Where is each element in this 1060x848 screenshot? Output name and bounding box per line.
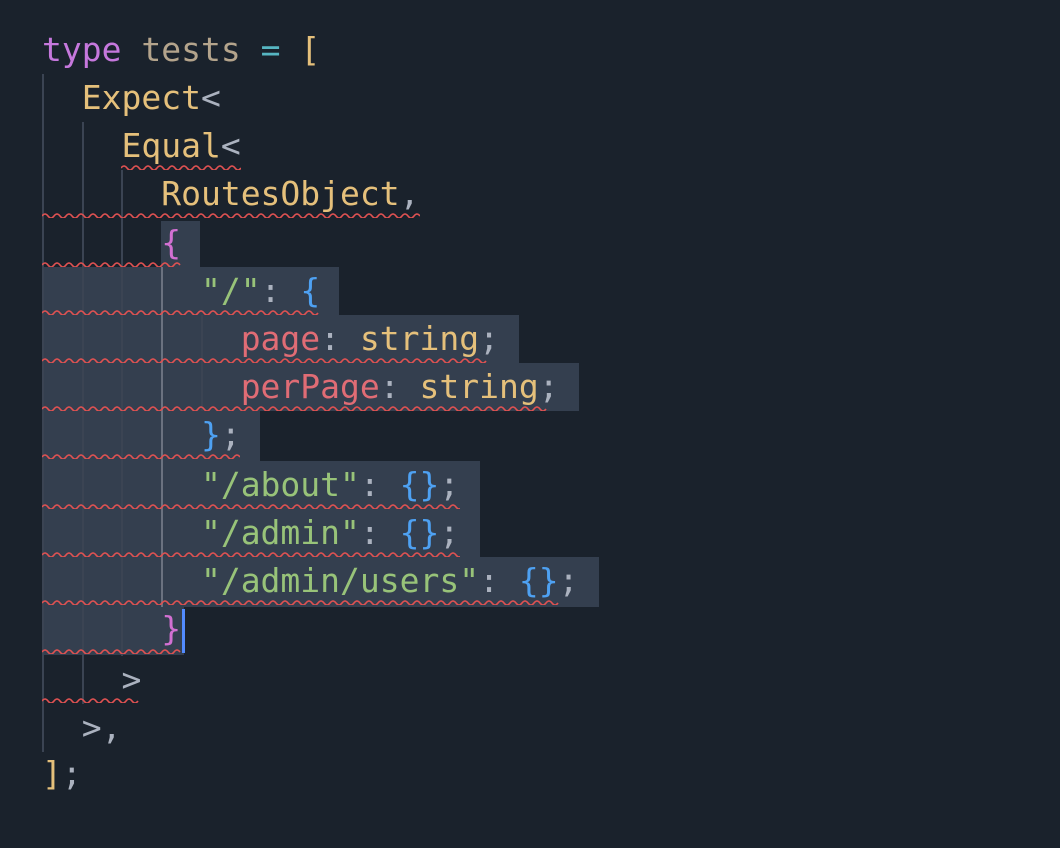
semicolon: ; bbox=[479, 319, 500, 358]
bracket: { bbox=[300, 271, 321, 310]
semicolon: ; bbox=[61, 754, 82, 793]
code-line-1[interactable]: type tests = [ bbox=[42, 26, 320, 74]
code-line-16[interactable]: ]; bbox=[42, 750, 82, 798]
bracket: {} bbox=[399, 465, 440, 504]
type-ref: string bbox=[419, 367, 539, 406]
semicolon: ; bbox=[538, 367, 559, 406]
error-squiggle bbox=[42, 698, 139, 703]
keyword: type bbox=[42, 30, 122, 69]
semicolon: ; bbox=[439, 513, 460, 552]
colon: : bbox=[320, 319, 341, 358]
string-key: "/about" bbox=[200, 465, 360, 504]
error-squiggle bbox=[42, 358, 487, 363]
semicolon: ; bbox=[558, 561, 579, 600]
punctuation: , bbox=[399, 174, 420, 213]
code-line-6[interactable]: "/": { bbox=[42, 267, 320, 315]
property: perPage bbox=[240, 367, 380, 406]
punctuation: < bbox=[220, 126, 241, 165]
error-squiggle bbox=[42, 406, 547, 411]
punctuation: < bbox=[200, 78, 221, 117]
property: page bbox=[240, 319, 321, 358]
error-squiggle bbox=[42, 600, 559, 605]
error-squiggle bbox=[42, 552, 460, 557]
bracket: } bbox=[161, 609, 182, 648]
bracket: {} bbox=[399, 513, 440, 552]
semicolon: ; bbox=[439, 465, 460, 504]
punctuation: >, bbox=[81, 708, 122, 747]
type-name: tests bbox=[141, 30, 241, 69]
code-line-13[interactable]: } bbox=[42, 605, 181, 653]
error-squiggle bbox=[42, 213, 420, 218]
type-ref: string bbox=[359, 319, 480, 358]
selection-block bbox=[42, 461, 480, 509]
selection-block bbox=[161, 221, 200, 267]
bracket: { bbox=[161, 223, 182, 262]
string-key: "/admin" bbox=[200, 513, 360, 552]
bracket: [ bbox=[300, 30, 321, 69]
colon: : bbox=[359, 513, 380, 552]
code-line-9[interactable]: }; bbox=[42, 411, 241, 459]
selection-block bbox=[42, 509, 480, 557]
code-line-14[interactable]: > bbox=[42, 656, 141, 704]
error-squiggle bbox=[42, 504, 460, 509]
colon: : bbox=[379, 367, 400, 406]
code-line-4[interactable]: RoutesObject, bbox=[42, 170, 420, 218]
bracket: {} bbox=[518, 561, 559, 600]
type-ref: RoutesObject bbox=[161, 174, 400, 213]
indent-guide bbox=[82, 122, 84, 704]
error-squiggle bbox=[42, 262, 181, 267]
error-squiggle bbox=[42, 649, 181, 654]
selection-block bbox=[42, 607, 184, 655]
selection-block bbox=[42, 411, 260, 461]
error-squiggle bbox=[42, 454, 240, 459]
semicolon: ; bbox=[220, 415, 241, 454]
punctuation: > bbox=[121, 660, 142, 699]
code-line-15[interactable]: >, bbox=[42, 704, 122, 752]
colon: : bbox=[359, 465, 380, 504]
bracket: } bbox=[200, 415, 221, 454]
selection-block bbox=[42, 557, 599, 607]
selection-block bbox=[42, 267, 339, 315]
code-line-12[interactable]: "/admin/users": {}; bbox=[42, 557, 579, 605]
indent-guide bbox=[42, 74, 44, 752]
code-line-7[interactable]: page: string; bbox=[42, 315, 499, 363]
code-line-3[interactable]: Equal< bbox=[42, 122, 241, 170]
colon: : bbox=[260, 271, 281, 310]
code-line-11[interactable]: "/admin": {}; bbox=[42, 509, 459, 557]
code-line-5[interactable]: { bbox=[42, 219, 181, 267]
string-key: "/admin/users" bbox=[200, 561, 480, 600]
colon: : bbox=[479, 561, 499, 600]
indent-guide bbox=[201, 315, 203, 411]
code-line-10[interactable]: "/about": {}; bbox=[42, 461, 459, 509]
type-ref: Equal bbox=[121, 126, 221, 165]
selection-block bbox=[42, 363, 579, 411]
code-line-8[interactable]: perPage: string; bbox=[42, 363, 559, 411]
code-line-2[interactable]: Expect< bbox=[42, 74, 221, 122]
error-squiggle bbox=[42, 310, 319, 315]
text-cursor bbox=[182, 609, 185, 653]
operator: = bbox=[260, 30, 281, 69]
bracket: ] bbox=[42, 754, 62, 793]
error-squiggle bbox=[121, 165, 241, 170]
indent-guide bbox=[121, 170, 123, 656]
string-key: "/" bbox=[200, 271, 261, 310]
indent-guide-active bbox=[161, 267, 163, 607]
type-ref: Expect bbox=[81, 78, 201, 117]
